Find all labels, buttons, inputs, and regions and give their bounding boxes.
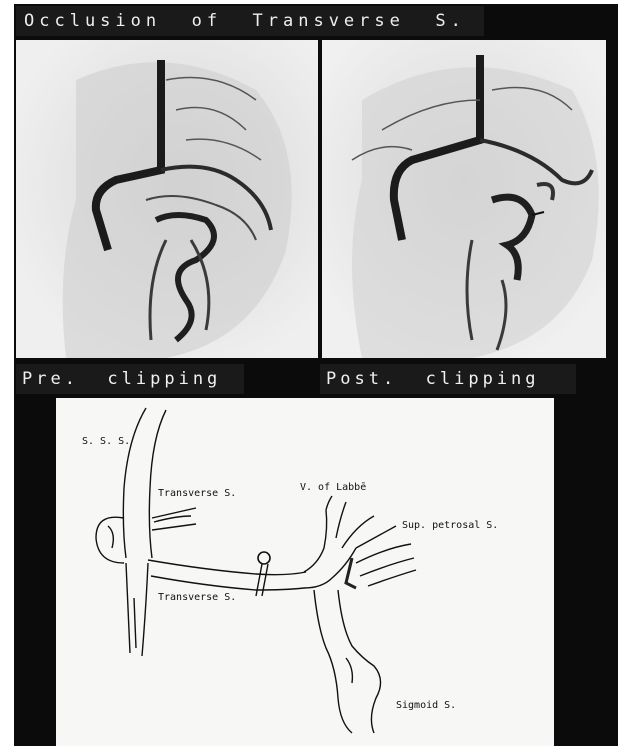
label-labbe: V. of Labbē bbox=[300, 482, 366, 493]
transverse-sinus bbox=[148, 560, 306, 590]
label-transverse-lower: Transverse S. bbox=[158, 592, 236, 603]
pre-clipping-caption: Pre. clipping bbox=[16, 364, 244, 394]
label-transverse-upper: Transverse S. bbox=[158, 488, 236, 499]
clip-head bbox=[258, 552, 270, 564]
pre-clipping-angiogram bbox=[16, 40, 318, 358]
labbe-vein bbox=[326, 496, 396, 548]
occipital-sinus bbox=[126, 563, 148, 656]
torcular-loop bbox=[96, 517, 124, 563]
superior-sagittal-sinus bbox=[123, 408, 166, 558]
upper-branch bbox=[152, 508, 196, 530]
sup-petrosal-sinus bbox=[356, 544, 416, 586]
sigmoid-sinus bbox=[314, 590, 381, 733]
clip-body bbox=[256, 564, 268, 596]
label-sup-petrosal: Sup. petrosal S. bbox=[402, 520, 498, 531]
figure-title: Occlusion of Transverse S. bbox=[16, 6, 484, 36]
post-clipping-angiogram bbox=[322, 40, 606, 358]
label-sss: S. S. S. bbox=[82, 436, 130, 447]
post-clipping-caption: Post. clipping bbox=[320, 364, 576, 394]
label-sigmoid: Sigmoid S. bbox=[396, 700, 456, 711]
venous-sinus-diagram: S. S. S. Transverse S. V. of Labbē Sup. … bbox=[56, 398, 554, 746]
